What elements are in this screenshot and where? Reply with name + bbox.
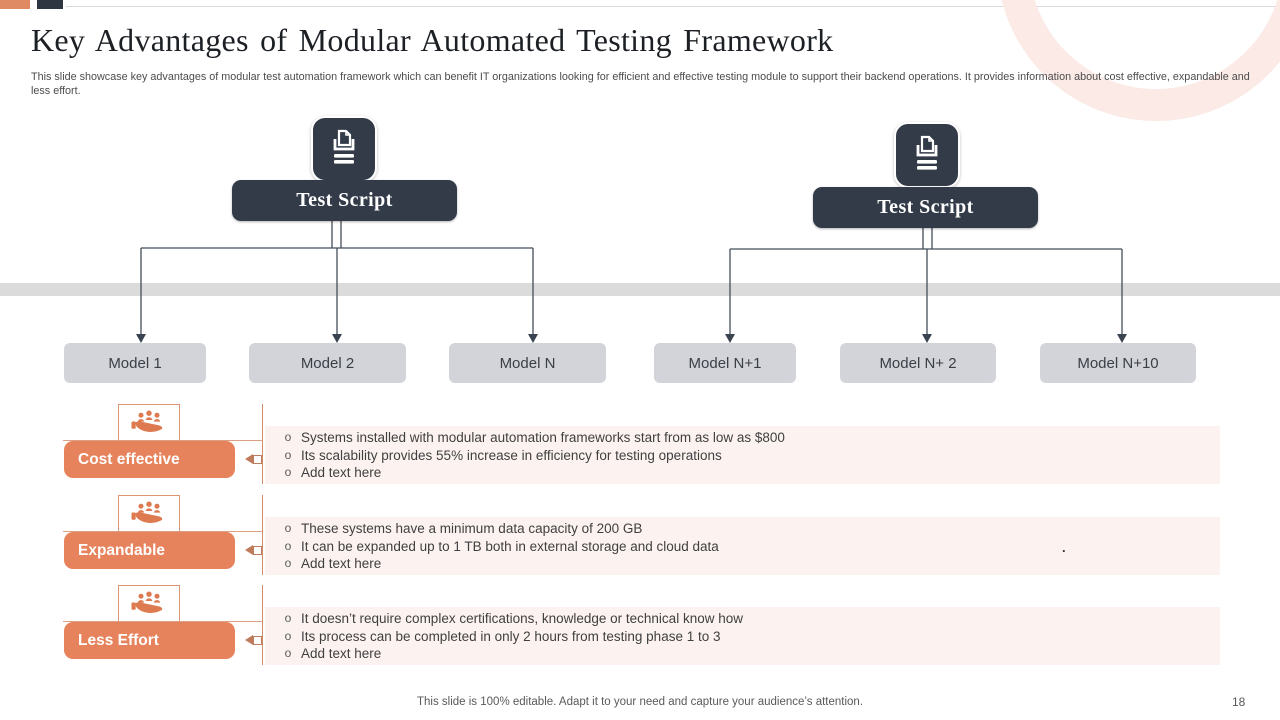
bullet-marker: o bbox=[284, 538, 292, 553]
label-top-line bbox=[63, 531, 263, 532]
stray-period-mark: . bbox=[1062, 540, 1066, 555]
advantage-label: Less Effort bbox=[64, 622, 235, 659]
model-box-n2: Model N+ 2 bbox=[840, 343, 996, 383]
advantage-group-less-effort: Less Effort o It doesn’t require complex … bbox=[0, 585, 1280, 665]
model-box-2: Model 2 bbox=[249, 343, 406, 383]
advantage-label: Expandable bbox=[64, 532, 235, 569]
advantage-bullet-list: o It doesn’t require complex certificatio… bbox=[265, 607, 1220, 665]
callout-arrow-icon bbox=[245, 545, 253, 555]
bullet-text: It can be expanded up to 1 TB both in ex… bbox=[301, 538, 719, 554]
bullet-text: These systems have a minimum data capaci… bbox=[301, 521, 643, 536]
bullet-text: It doesn’t require complex certification… bbox=[301, 611, 743, 626]
bullet-text: Its scalability provides 55% increase in… bbox=[301, 447, 722, 463]
callout-square-icon bbox=[253, 635, 262, 645]
model-box-n: Model N bbox=[449, 343, 606, 383]
label-top-line bbox=[63, 621, 263, 622]
bullet-marker: o bbox=[284, 611, 292, 625]
connector-line bbox=[262, 585, 263, 665]
corner-ring-decoration bbox=[997, 0, 1280, 121]
list-item: o Its process can be completed in only 2 … bbox=[275, 628, 1220, 646]
document-printer-icon bbox=[916, 135, 938, 170]
bullet-marker: o bbox=[284, 628, 292, 643]
advantage-bullet-list: o Systems installed with modular automati… bbox=[265, 426, 1220, 484]
model-box-1: Model 1 bbox=[64, 343, 206, 383]
callout-square-icon bbox=[253, 454, 262, 464]
bullet-marker: o bbox=[284, 447, 292, 462]
list-item: o Add text here bbox=[275, 464, 1220, 482]
list-item: o Add text here bbox=[275, 555, 1220, 573]
hand-people-icon-box bbox=[118, 495, 180, 532]
connector-line bbox=[262, 495, 263, 575]
hand-people-icon bbox=[131, 410, 163, 432]
callout-square-icon bbox=[253, 545, 262, 555]
bullet-marker: o bbox=[284, 556, 292, 571]
navy-accent-bar bbox=[37, 0, 63, 9]
hand-people-icon bbox=[131, 501, 163, 523]
horizontal-band-decoration bbox=[0, 283, 1280, 296]
callout-arrow-icon bbox=[245, 454, 253, 464]
bullet-marker: o bbox=[284, 646, 292, 661]
bullet-text: Systems installed with modular automatio… bbox=[301, 430, 785, 445]
list-item: o Systems installed with modular automati… bbox=[275, 429, 1220, 447]
list-item: o It doesn’t require complex certificatio… bbox=[275, 610, 1220, 628]
hand-people-icon-box bbox=[118, 585, 180, 622]
list-item: o Add text here bbox=[275, 645, 1220, 663]
bullet-text: Add text here bbox=[301, 465, 382, 481]
list-item: o These systems have a minimum data capac… bbox=[275, 520, 1220, 538]
model-box-n10: Model N+10 bbox=[1040, 343, 1196, 383]
document-printer-icon bbox=[333, 129, 355, 164]
list-item: o It can be expanded up to 1 TB both in e… bbox=[275, 538, 1220, 556]
label-top-line bbox=[63, 440, 263, 441]
bullet-text: Add text here bbox=[301, 556, 382, 572]
test-script-box-right: Test Script bbox=[813, 187, 1038, 228]
advantage-bullet-list: o These systems have a minimum data capac… bbox=[265, 517, 1220, 575]
callout-arrow-icon bbox=[245, 635, 253, 645]
hand-people-icon bbox=[131, 591, 163, 613]
model-box-n1: Model N+1 bbox=[654, 343, 796, 383]
document-printer-icon-tile bbox=[894, 122, 960, 188]
document-printer-icon-tile bbox=[311, 116, 377, 182]
slide-title: Key Advantages of Modular Automated Test… bbox=[31, 22, 834, 58]
slide-subtitle: This slide showcase key advantages of mo… bbox=[31, 71, 1250, 97]
list-item: o Its scalability provides 55% increase i… bbox=[275, 447, 1220, 465]
page-number: 18 bbox=[1232, 695, 1246, 709]
advantage-group-expandable: Expandable o These systems have a minimum… bbox=[0, 495, 1280, 575]
hand-people-icon-box bbox=[118, 404, 180, 441]
orange-accent-bar bbox=[0, 0, 30, 9]
advantage-label: Cost effective bbox=[64, 441, 235, 478]
test-script-box-left: Test Script bbox=[232, 180, 457, 221]
bullet-marker: o bbox=[284, 430, 292, 444]
top-divider-line bbox=[66, 6, 1280, 7]
bullet-text: Add text here bbox=[301, 646, 382, 662]
footer-note: This slide is 100% editable. Adapt it to… bbox=[416, 696, 864, 708]
bullet-text: Its process can be completed in only 2 h… bbox=[301, 628, 721, 644]
connector-line bbox=[262, 404, 263, 484]
advantage-group-cost-effective: Cost effective o Systems installed with m… bbox=[0, 404, 1280, 484]
bullet-marker: o bbox=[284, 465, 292, 480]
bullet-marker: o bbox=[284, 521, 292, 535]
